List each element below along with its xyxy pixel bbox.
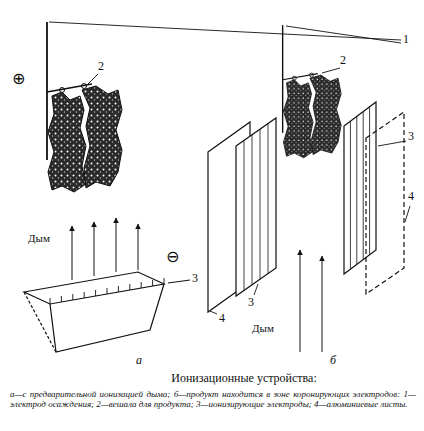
ionizing-grid [236,118,276,296]
smoke-arrows [300,250,322,352]
smoke-arrow [322,256,323,352]
needle [84,292,85,298]
polarity-sign: ⊖ [166,248,179,266]
grid-wire [363,112,364,260]
callout-number: 3 [408,130,414,144]
flow-label: Дым [28,232,50,245]
smoke-arrow [300,250,301,352]
leader-line [210,311,217,314]
ionizer-trough [24,272,164,352]
callout-number: 2 [98,60,104,74]
callout-number: 3 [248,296,254,310]
needle [95,290,96,296]
smoke-arrow [138,224,139,270]
needle [50,298,51,304]
smoke-arrows [72,218,138,280]
grid-wire [244,140,245,290]
aluminium-sheet [366,112,404,294]
grid-wire [369,107,370,255]
smoke-arrow [116,218,117,272]
needle [61,296,62,302]
callout-number: 1 [403,33,409,47]
grid-wire [356,116,357,264]
needle [72,294,73,300]
leader-line [322,68,340,73]
needle [129,284,130,290]
callout-number: 2 [340,54,346,68]
leader-line [168,280,190,283]
callout-number: 3 [192,272,198,286]
subfigure-letter: а [136,354,142,368]
ionizing-grid [344,102,376,274]
needle [164,278,165,284]
electrode-with-product [283,25,342,158]
polarity-sign: ⊕ [12,70,25,88]
figure-title: Ионизационные устройства: [44,372,424,386]
trough-rim [24,272,164,304]
trough-body [50,284,164,352]
callout-number: 4 [408,190,414,204]
figure-caption: а—с предварительной ионизацией дыма; б—п… [10,389,416,409]
leader-line [88,74,98,84]
leader-line [49,22,401,40]
subfigure-letter: б [330,354,336,368]
callout-number: 4 [219,312,225,326]
electrode-with-product [47,22,122,192]
grid-wire [260,129,261,279]
aluminium-sheet [208,122,250,312]
needle [152,280,153,286]
smoke-arrow [72,226,73,280]
leader-line [378,141,406,146]
grid-frame [236,118,276,296]
flow-label: Дым [252,322,274,335]
grid-wire [350,121,351,269]
needle [118,286,119,292]
grid-wire [252,135,253,285]
leader-line [254,284,258,295]
needle [107,288,108,294]
leader-line [405,206,410,222]
trough-edge [24,292,56,352]
smoke-arrow [94,222,95,276]
grid-wire [268,124,269,274]
needle-electrodes [50,278,164,304]
leader-line [286,26,401,43]
needle [141,282,142,288]
grid-frame [344,102,376,274]
